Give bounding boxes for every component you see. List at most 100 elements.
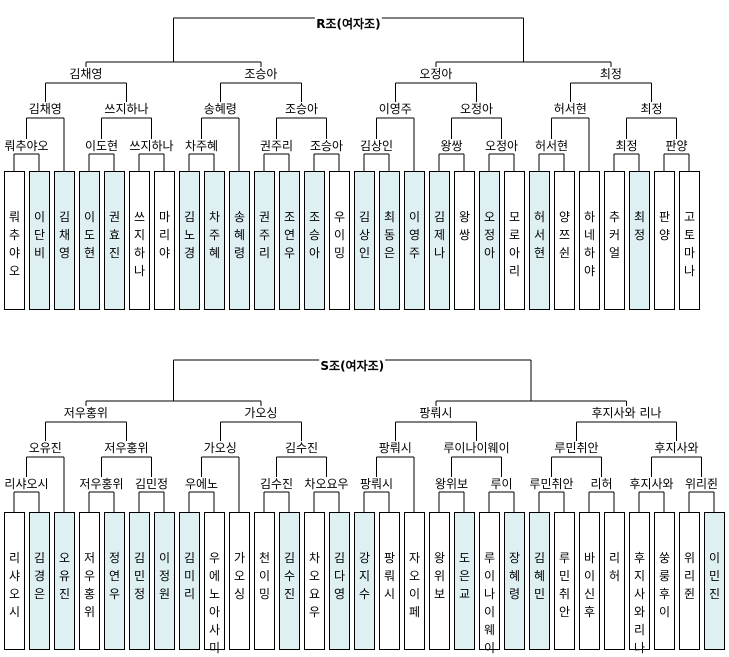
player-box: 자오이페: [404, 512, 425, 650]
player-name: 가오싱: [233, 551, 246, 601]
round16-winner-label: 권주리: [258, 139, 295, 153]
player-box: 김민정: [129, 512, 150, 650]
player-box: 조승아: [304, 171, 325, 310]
quarterfinal-winner-label: 팡뤄시: [377, 441, 413, 455]
player-box: 최정: [629, 171, 650, 310]
group-title: S조(여자조): [319, 359, 386, 373]
quarterfinal-winner-label: 가오싱: [202, 441, 238, 455]
player-box: 우이밍: [329, 171, 350, 310]
quarterfinal-winner-label: 쓰지하나: [103, 102, 150, 116]
player-name: 리샤오시: [8, 551, 21, 619]
player-name: 차오요우: [308, 551, 321, 619]
semifinal-winner-label: 김채영: [68, 67, 104, 81]
player-name: 판양: [658, 210, 671, 242]
player-box: 김제나: [429, 171, 450, 310]
round16-winner-label: 차주혜: [183, 139, 220, 153]
quarterfinal-winner-label: 루민취안: [553, 441, 600, 455]
round16-winner-label: 왕위보: [433, 477, 470, 491]
round16-winner-label: 판양: [664, 139, 689, 153]
player-box: 위리쥔: [679, 512, 700, 650]
player-name: 이정원: [158, 551, 171, 601]
player-name: 팡뤄시: [383, 551, 396, 601]
player-name: 쑹룽후이: [658, 551, 671, 619]
quarterfinal-winner-label: 허서현: [552, 102, 588, 116]
semifinal-winner-label: 조승아: [243, 67, 279, 81]
player-name: 강지수: [358, 551, 371, 601]
player-box: 왕쌍: [454, 171, 475, 310]
player-name: 자오이페: [408, 551, 421, 619]
player-box: 고토마나: [679, 171, 700, 310]
player-box: 허서현: [529, 171, 550, 310]
player-name: 송혜령: [233, 210, 246, 260]
player-name: 하네하야: [583, 210, 596, 278]
round16-winner-label: 쓰지하나: [128, 139, 175, 153]
player-name: 리허: [608, 551, 621, 583]
player-name: 뤄추야오: [8, 210, 21, 278]
player-name: 루민취안: [558, 551, 571, 619]
round16-winner-label: 오정아: [483, 139, 520, 153]
round16-winner-label: 김수진: [258, 477, 295, 491]
round16-winner-label: 저우홍위: [78, 477, 125, 491]
player-name: 조승아: [308, 210, 321, 260]
group-title: R조(여자조): [315, 17, 382, 31]
player-name: 최동은: [383, 210, 396, 260]
player-box: 장혜령: [504, 512, 525, 650]
player-name: 바이신후: [583, 551, 596, 619]
player-box: 우에노아사미: [204, 512, 225, 655]
player-box: 추커얼: [604, 171, 625, 310]
player-name: 이도현: [83, 210, 96, 260]
player-box: 강지수: [354, 512, 375, 650]
player-box: 이정원: [154, 512, 175, 650]
player-name: 우이밍: [333, 210, 346, 260]
player-box: 쑹룽후이: [654, 512, 675, 650]
player-name: 차주혜: [208, 210, 221, 260]
quarterfinal-winner-label: 저우홍위: [103, 441, 150, 455]
player-name: 김채영: [58, 210, 71, 260]
round16-winner-label: 뤄추야오: [3, 139, 50, 153]
player-box: 김경은: [29, 512, 50, 650]
player-box: 루민취안: [554, 512, 575, 650]
quarterfinal-winner-label: 후지사와: [653, 441, 700, 455]
round16-winner-label: 위리쥔: [683, 477, 720, 491]
player-box: 쓰지하나: [129, 171, 150, 310]
round16-winner-label: 왕쌍: [439, 139, 464, 153]
player-name: 우에노아사미: [208, 551, 221, 655]
player-box: 권주리: [254, 171, 275, 310]
semifinal-winner-label: 팡뤄시: [418, 406, 454, 420]
player-box: 팡뤄시: [379, 512, 400, 650]
player-name: 김수진: [283, 551, 296, 601]
player-name: 저우홍위: [83, 551, 96, 619]
player-name: 김미리: [183, 551, 196, 601]
player-name: 오정아: [483, 210, 496, 260]
player-name: 이영주: [408, 210, 421, 260]
quarterfinal-winner-label: 김수진: [283, 441, 320, 455]
player-box: 이단비: [29, 171, 50, 310]
round16-winner-label: 김상인: [358, 139, 395, 153]
player-name: 모로아리: [508, 210, 521, 278]
player-name: 권주리: [258, 210, 271, 260]
player-name: 이단비: [33, 210, 46, 260]
player-name: 왕위보: [433, 551, 446, 601]
round16-winner-label: 후지사와: [628, 477, 675, 491]
player-box: 최동은: [379, 171, 400, 310]
round16-winner-label: 차오요우: [303, 477, 350, 491]
player-box: 조연우: [279, 171, 300, 310]
player-name: 김경은: [33, 551, 46, 601]
semifinal-winner-label: 저우홍위: [62, 406, 109, 420]
player-name: 쓰지하나: [133, 210, 146, 278]
player-box: 이영주: [404, 171, 425, 310]
player-box: 차주혜: [204, 171, 225, 310]
player-box: 루이나이웨이: [479, 512, 500, 655]
round16-winner-label: 조승아: [308, 139, 345, 153]
player-box: 양쯔쉰: [554, 171, 575, 310]
semifinal-winner-label: 가오싱: [243, 406, 279, 420]
round16-winner-label: 우에노: [183, 477, 220, 491]
player-box: 도은교: [454, 512, 475, 650]
player-box: 김채영: [54, 171, 75, 310]
player-box: 권효진: [104, 171, 125, 310]
player-name: 김노경: [183, 210, 196, 260]
player-box: 왕위보: [429, 512, 450, 650]
quarterfinal-winner-label: 오정아: [458, 102, 495, 116]
player-box: 판양: [654, 171, 675, 310]
